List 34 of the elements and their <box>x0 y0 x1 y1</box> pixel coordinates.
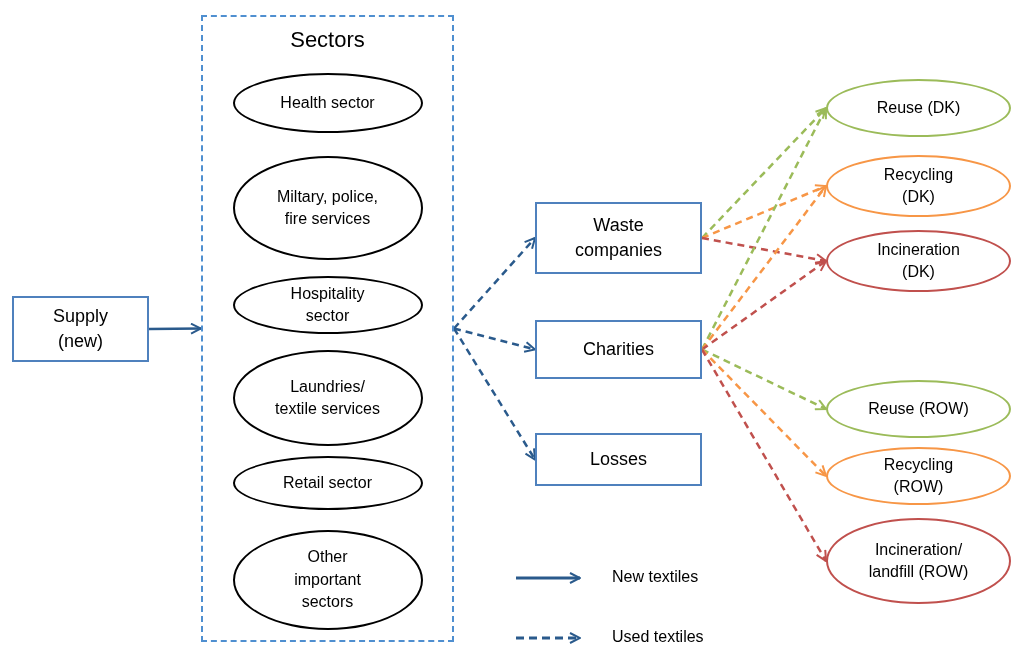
node-label: Retail sector <box>283 472 372 493</box>
node-label: Laundries/ textile services <box>274 376 381 419</box>
dashed-arrow <box>701 184 827 240</box>
node-label: Losses <box>589 447 647 471</box>
dashed-arrow <box>701 236 827 266</box>
process-box <box>535 433 702 486</box>
node-label: Supply (new) <box>51 304 109 353</box>
node-label: Incineration (DK) <box>876 239 961 282</box>
node-label: Reuse (DK) <box>876 97 961 118</box>
dashed-arrow <box>701 260 827 351</box>
dashed-arrow <box>701 107 827 239</box>
arrow <box>149 322 202 335</box>
dashed-arrow <box>701 348 827 477</box>
group-heading: Sectors <box>290 27 365 54</box>
node-label: Charities <box>583 337 654 361</box>
dashed-arrow <box>453 237 536 330</box>
node-label: Health sector <box>280 92 375 113</box>
node-label: Recycling (ROW) <box>882 454 955 497</box>
node-label: Reuse (ROW) <box>868 398 969 419</box>
process-box <box>12 296 149 362</box>
dashed-group-box <box>201 15 454 642</box>
node-label: Waste companies <box>573 213 663 262</box>
node-label: Hospitality sector <box>289 283 366 326</box>
legend-label: New textiles <box>612 568 699 586</box>
dashed-arrow <box>452 327 537 461</box>
process-box <box>535 320 702 379</box>
process-box <box>535 202 702 274</box>
node-label: Recycling (DK) <box>882 164 955 207</box>
node-label: Other important sectors <box>293 547 362 613</box>
dashed-arrow <box>701 348 827 411</box>
node-label: Miltary, police, fire services <box>275 186 380 229</box>
dashed-arrow <box>453 327 536 353</box>
legend-label: Used textiles <box>612 628 704 646</box>
node-label: Incineration/ landfill (ROW) <box>867 539 970 582</box>
